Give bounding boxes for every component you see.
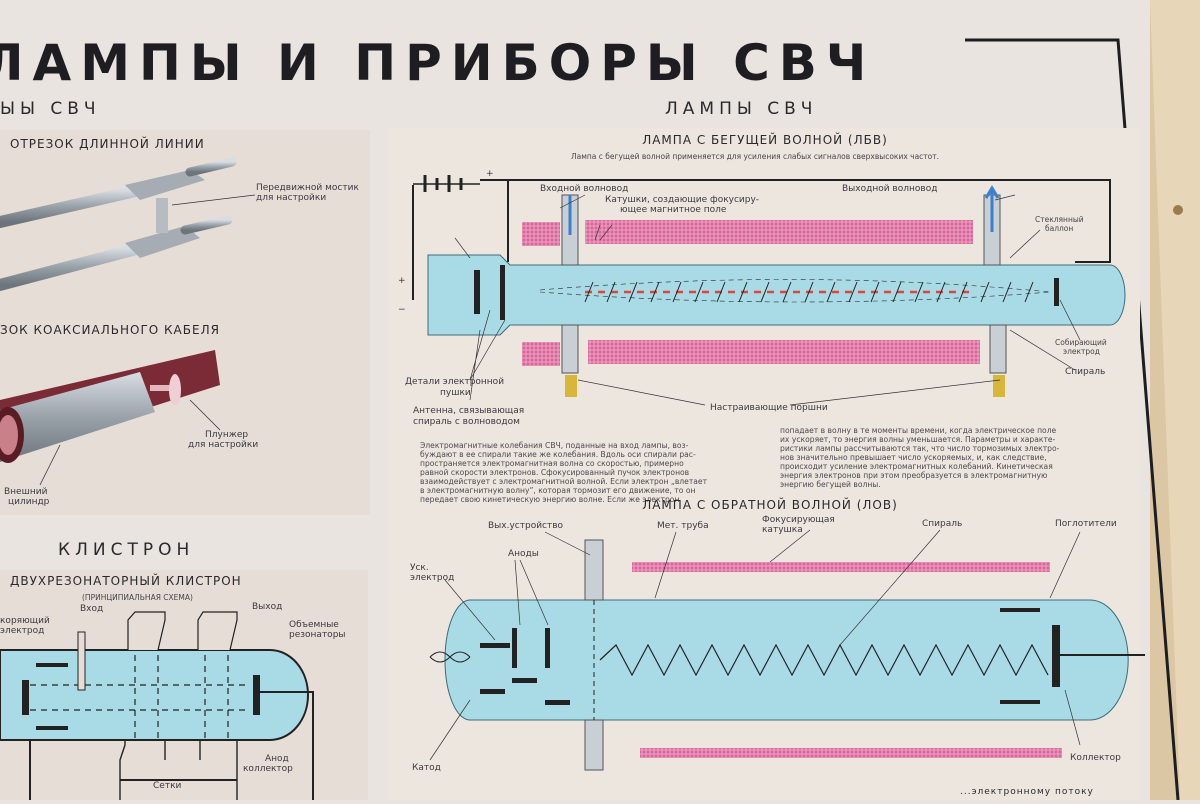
output-waveguide-label: Выходной волновод bbox=[842, 184, 937, 194]
input-waveguide-label: Входной волновод bbox=[540, 184, 628, 194]
klystron-heading: КЛИСТРОН bbox=[58, 540, 194, 560]
glass-label-2: баллон bbox=[1045, 224, 1073, 233]
para-line: происходит усиление электромагнитных кол… bbox=[780, 462, 1053, 471]
long-line-illustration bbox=[0, 157, 256, 291]
para-line: ристики лампы рассчитываются так, что чи… bbox=[780, 444, 1060, 453]
klystron-accel-label-2: электрод bbox=[0, 626, 44, 636]
para-line: Электромагнитные колебания СВЧ, поданные… bbox=[420, 441, 689, 450]
para-line: нов значительно превышает число ускоряем… bbox=[780, 453, 1047, 462]
antenna-label: Антенна, связывающая bbox=[413, 406, 524, 416]
gun-label: Детали электронной bbox=[405, 377, 504, 387]
bwo-output-label: Вых.устройство bbox=[488, 521, 564, 531]
tuning-piston bbox=[565, 375, 577, 397]
left-subtitle: ЫЫ СВЧ bbox=[0, 99, 101, 119]
para-line: передает свою кинетическую энергию волне… bbox=[420, 495, 679, 504]
plunger-label-2: для настройки bbox=[188, 440, 258, 450]
tuning-piston bbox=[993, 375, 1005, 397]
klystron-resonators-label-2: резонаторы bbox=[289, 630, 346, 640]
bridge-label: Передвижной мостик bbox=[256, 183, 359, 193]
twt-diagram: ЛАМПА С БЕГУЩЕЙ ВОЛНОЙ (ЛБВ) Лампа с бег… bbox=[398, 132, 1126, 427]
twt-intro: Лампа с бегущей волной применяется для у… bbox=[571, 152, 939, 161]
bwo-focus-coil bbox=[640, 748, 1062, 758]
antenna-label-2: спираль с волноводом bbox=[413, 417, 520, 427]
para-line: энергия электронов при этом преобразуетс… bbox=[780, 471, 1047, 480]
klystron-subheading: ДВУХРЕЗОНАТОРНЫЙ КЛИСТРОН bbox=[10, 573, 242, 588]
twt-heading: ЛАМПА С БЕГУЩЕЙ ВОЛНОЙ (ЛБВ) bbox=[642, 132, 888, 147]
collector-label: Собирающий bbox=[1055, 338, 1107, 347]
frame-nail-icon bbox=[1173, 205, 1183, 215]
border-line bbox=[965, 38, 1180, 801]
focus-coil bbox=[585, 220, 973, 244]
focus-coil bbox=[522, 342, 560, 366]
output-arrow-icon bbox=[984, 185, 1000, 232]
bwo-helix bbox=[599, 643, 1049, 677]
para-line: пространяется электромагнитная волна со … bbox=[420, 459, 684, 468]
para-line: взаимодействует с электромагнитной волно… bbox=[420, 477, 708, 486]
twt-helix bbox=[584, 281, 1034, 303]
outer-cylinder-label-2: цилиндр bbox=[8, 497, 50, 507]
bwo-metal-tube-label: Мет. труба bbox=[657, 521, 709, 531]
klystron-scheme: (ПРИНЦИПИАЛЬНАЯ СХЕМА) bbox=[82, 593, 193, 602]
bwo-focus-coil bbox=[632, 562, 1050, 572]
left-panel: ОТРЕЗОК ДЛИННОЙ ЛИНИИ Передвижной мостик… bbox=[0, 130, 370, 515]
bridge-label-2: для настройки bbox=[256, 193, 326, 203]
para-line: энергию бегущей волны. bbox=[780, 480, 881, 489]
glass-label: Стеклянный bbox=[1035, 215, 1084, 224]
klystron-resonators-label: Объемные bbox=[289, 620, 339, 630]
para-line: буждают в ее спирали такие же колебания.… bbox=[420, 450, 696, 459]
bwo-helix-label: Спираль bbox=[922, 519, 962, 529]
para-line: в электромагнитную волну”, которая тормо… bbox=[420, 486, 695, 495]
heater-plus: + bbox=[398, 276, 406, 286]
klystron-tube bbox=[0, 649, 309, 741]
poster-title: ЛАМПЫ И ПРИБОРЫ СВЧ bbox=[0, 34, 875, 92]
bwo-accel-label-2: электрод bbox=[410, 573, 454, 583]
bwo-heading: ЛАМПА С ОБРАТНОЙ ВОЛНОЙ (ЛОВ) bbox=[642, 497, 898, 512]
bwo-coil-label-2: катушка bbox=[762, 525, 803, 535]
bwo-cathode-label: Катод bbox=[412, 763, 441, 773]
twt-description: Электромагнитные колебания СВЧ, поданные… bbox=[420, 426, 1060, 504]
twt-glass-bulb bbox=[427, 254, 1126, 336]
coils-label: Катушки, создающие фокусиру- bbox=[605, 195, 759, 205]
outer-cylinder-label: Внешний bbox=[4, 487, 48, 497]
focus-coil bbox=[588, 340, 980, 364]
klystron-panel: ДВУХРЕЗОНАТОРНЫЙ КЛИСТРОН (ПРИНЦИПИАЛЬНА… bbox=[0, 570, 368, 800]
coax-heading: ЗОК КОАКСИАЛЬНОГО КАБЕЛЯ bbox=[0, 323, 220, 337]
bwo-coil-label: Фокусирующая bbox=[762, 515, 835, 525]
coax-illustration bbox=[0, 350, 221, 486]
plunger-label: Плунжер bbox=[205, 430, 248, 440]
pistons-label: Настраивающие поршни bbox=[710, 403, 828, 413]
para-line: их ускоряет, то энергия волны уменьшаетс… bbox=[780, 435, 1056, 444]
focus-coil bbox=[522, 222, 560, 246]
battery-plus: + bbox=[486, 169, 494, 179]
bwo-tube bbox=[444, 599, 1129, 721]
coils-label-2: ющее магнитное поле bbox=[620, 205, 727, 215]
helix-label: Спираль bbox=[1065, 367, 1105, 377]
collector-label-2: электрод bbox=[1063, 347, 1100, 356]
bwo-diagram: ЛАМПА С ОБРАТНОЙ ВОЛНОЙ (ЛОВ) Вых.устрой… bbox=[410, 497, 1145, 797]
klystron-grids-label: Сетки bbox=[153, 781, 182, 791]
para-line: равной скорости электронов. Сфокусирован… bbox=[420, 468, 690, 477]
klystron-anode-label: Анод bbox=[265, 754, 289, 764]
klystron-output-label: Выход bbox=[252, 602, 282, 612]
bwo-anodes-label: Аноды bbox=[508, 549, 539, 559]
klystron-accel-label: коряющий bbox=[0, 616, 50, 626]
klystron-anode-label-2: коллектор bbox=[243, 764, 293, 774]
klystron-input-label: Вход bbox=[80, 604, 103, 614]
right-subtitle: ЛАМПЫ СВЧ bbox=[665, 99, 817, 119]
bwo-accel-label: Уск. bbox=[410, 563, 429, 573]
para-line: попадает в волну в те моменты времени, к… bbox=[780, 426, 1057, 435]
long-line-heading: ОТРЕЗОК ДЛИННОЙ ЛИНИИ bbox=[10, 136, 205, 151]
bwo-collector-label: Коллектор bbox=[1070, 753, 1121, 763]
bwo-absorbers-label: Поглотители bbox=[1055, 519, 1117, 529]
footer-fragment: ...электронному потоку bbox=[960, 787, 1094, 797]
heater-minus: − bbox=[398, 305, 406, 315]
gun-label-2: пушки bbox=[440, 388, 471, 398]
